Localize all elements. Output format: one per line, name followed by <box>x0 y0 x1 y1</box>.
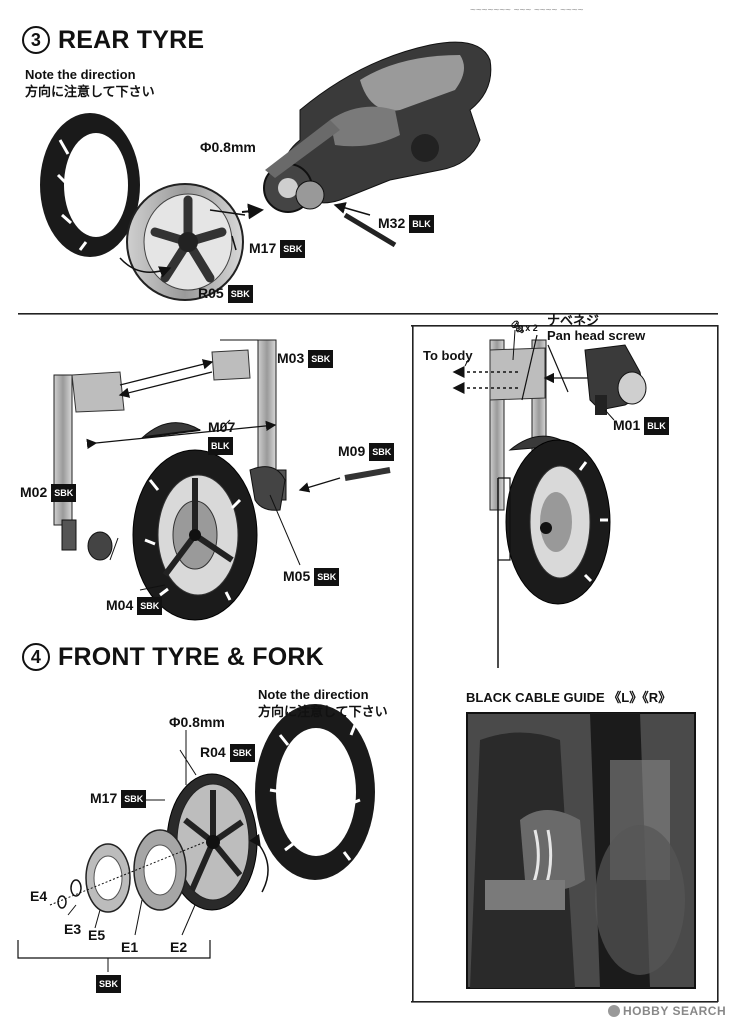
part-e3: E3 <box>64 921 82 937</box>
rear-tyre-illustration <box>40 113 140 257</box>
step3-title: REAR TYRE <box>58 26 205 54</box>
front-axle-rod <box>344 467 391 481</box>
step4-number: 4 <box>22 643 50 671</box>
part-e2: E2 <box>170 939 188 955</box>
step4-note-en: Note the direction <box>258 687 369 702</box>
screw-icon: 🔩︎ <box>510 320 526 334</box>
brake-disc-illustration <box>57 829 187 913</box>
axle-rod <box>343 212 397 248</box>
part-m07: M07 BLK <box>208 419 235 456</box>
step4-hole-size: Φ0.8mm <box>169 714 225 730</box>
paint-badge: SBK <box>308 350 334 369</box>
step3-note-jp: 方向に注意して下さい <box>25 84 155 99</box>
right-panel-bottom <box>411 1001 718 1003</box>
step3-heading: 3 REAR TYRE <box>22 26 204 55</box>
step3-hole-size: Φ0.8mm <box>200 139 256 155</box>
part-e5: E5 <box>88 927 106 943</box>
step4-note: Note the direction 方向に注意して下さい <box>258 686 388 720</box>
logo-icon <box>608 1005 620 1017</box>
right-panel-top <box>411 325 718 327</box>
paint-badge: BLK <box>409 215 434 234</box>
headstock-part-illustration <box>584 344 647 415</box>
paint-badge: BLK <box>644 417 669 436</box>
paint-badge: SBK <box>314 568 340 587</box>
front-fork-illustration <box>53 339 287 561</box>
parts-group-badge: SBK <box>96 975 122 993</box>
paint-badge: SBK <box>121 790 147 809</box>
step4-title: FRONT TYRE & FORK <box>58 643 324 671</box>
rear-wheel-illustration <box>126 183 244 301</box>
step3-note: Note the direction 方向に注意して下さい <box>25 66 155 100</box>
paint-badge: SBK <box>227 285 253 304</box>
step4-note-jp: 方向に注意して下さい <box>258 704 388 719</box>
step3-number: 3 <box>22 26 50 54</box>
axle-spacer-illustration <box>249 466 286 511</box>
paint-badge: SBK <box>280 240 306 259</box>
divider-horizontal <box>18 313 718 315</box>
front-tyre-illustration <box>255 704 375 880</box>
paint-badge: SBK <box>229 744 255 763</box>
step4-heading: 4 FRONT TYRE & FORK <box>22 643 324 672</box>
step3-note-en: Note the direction <box>25 67 136 82</box>
paint-badge: SBK <box>137 597 163 616</box>
part-e1: E1 <box>121 939 139 955</box>
cable-guide-photo <box>466 712 696 989</box>
assembled-fork-illustration <box>489 339 611 605</box>
header-faint-text: ~~~~~~~ ~~~ ~~~~ ~~~~ <box>470 5 584 16</box>
paint-badge: SBK <box>51 484 77 503</box>
screw-count: 🔩︎x 2 <box>510 320 538 334</box>
paint-badge: BLK <box>208 437 233 456</box>
front-wheel-illustration <box>132 449 258 621</box>
right-panel-right <box>717 325 719 1002</box>
paint-badge: SBK <box>369 443 395 462</box>
divider-vertical <box>412 325 414 1002</box>
screw-label: ナベネジ Pan head screw <box>547 313 646 343</box>
parts-group-bracket <box>17 940 211 959</box>
part-e4: E4 <box>30 888 48 904</box>
watermark: HOBBY SEARCH <box>608 1004 726 1018</box>
cable-guide-label: BLACK CABLE GUIDE 《L》《R》 <box>466 690 672 705</box>
motorcycle-body-illustration <box>263 41 492 213</box>
to-body-label: To body <box>423 348 473 363</box>
